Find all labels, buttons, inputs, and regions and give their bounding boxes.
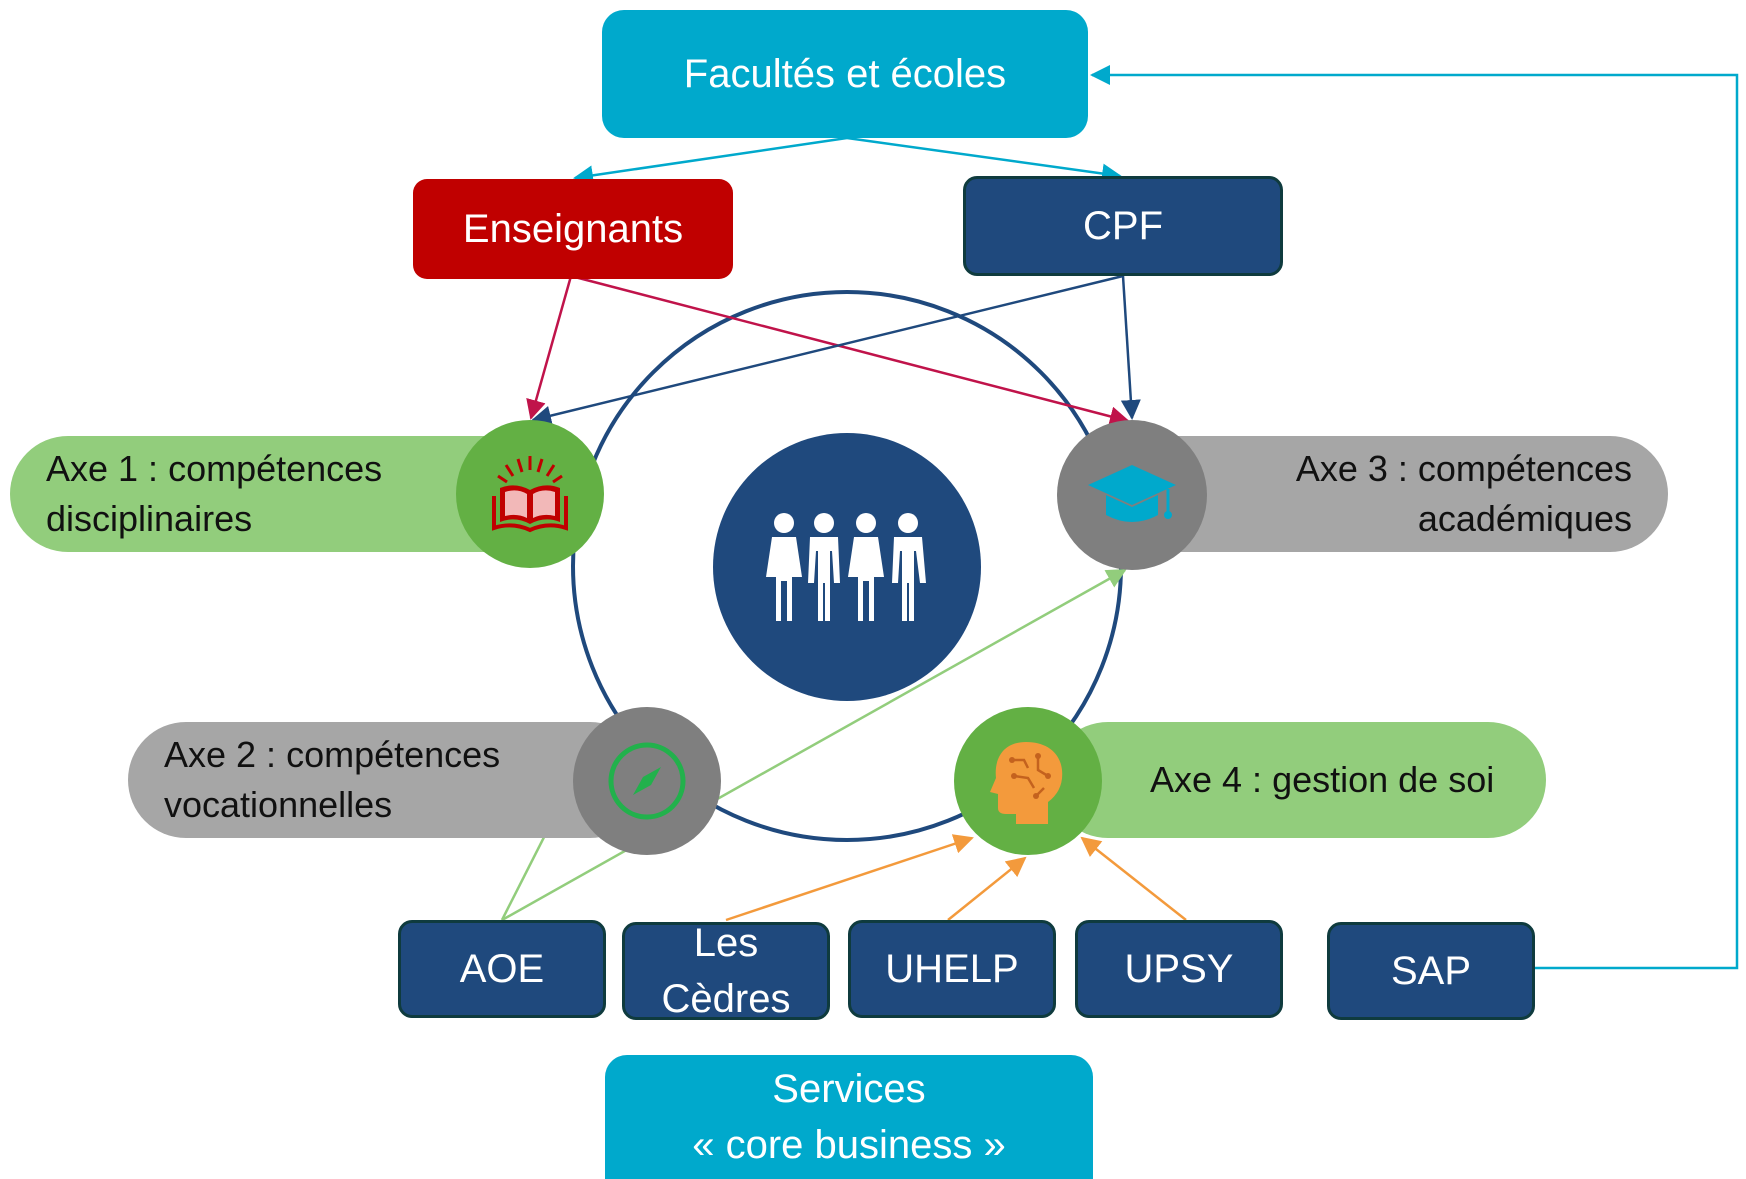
arrow-aoe-axe3 bbox=[501, 568, 1127, 922]
service-label-upsy: UPSY bbox=[1124, 946, 1234, 991]
service-box-upsy: UPSY bbox=[1075, 920, 1283, 1018]
head-brain-icon bbox=[990, 742, 1063, 824]
enseignants-label: Enseignants bbox=[462, 206, 684, 251]
axe4-label: Axe 4 : gestion de soi bbox=[1150, 759, 1495, 800]
center-disc bbox=[713, 433, 981, 701]
arrow-cedres-axe4 bbox=[725, 834, 974, 922]
arrow-upsy-axe4 bbox=[1080, 836, 1187, 921]
service-label-cedres: Cèdres bbox=[661, 977, 791, 1021]
cpf-box: CPF bbox=[963, 176, 1283, 276]
sap-box: SAP bbox=[1327, 922, 1535, 1020]
service-box-les-cedres: Les Cèdres bbox=[622, 921, 830, 1021]
services-line2: « core business » bbox=[692, 1123, 1006, 1167]
axe1-disc bbox=[456, 420, 604, 568]
axe3-pill: Axe 3 : compétences académiques bbox=[1115, 436, 1668, 552]
services-core-business-box: Services « core business » bbox=[605, 1055, 1093, 1179]
arrow-enseignants-axe1 bbox=[526, 275, 573, 420]
people-group-icon bbox=[766, 513, 926, 621]
sap-label: SAP bbox=[1390, 948, 1472, 993]
arrow-facultes-enseignants bbox=[573, 136, 848, 186]
service-label-aoe: AOE bbox=[459, 946, 545, 991]
arrow-sap-facultes bbox=[1090, 65, 1739, 970]
axe2-disc bbox=[573, 707, 721, 855]
axe4-disc bbox=[954, 707, 1102, 855]
axe2-line2: vocationnelles bbox=[164, 784, 393, 825]
axe3-line1: Axe 3 : compétences bbox=[1295, 448, 1632, 489]
cpf-label: CPF bbox=[1083, 203, 1163, 248]
axe1-line1: Axe 1 : compétences bbox=[46, 448, 383, 489]
axe4-pill: Axe 4 : gestion de soi bbox=[1050, 722, 1546, 838]
service-label-uhelp: UHELP bbox=[885, 946, 1019, 991]
service-box-uhelp: UHELP bbox=[848, 920, 1056, 1018]
arrow-enseignants-axe3 bbox=[570, 274, 1130, 427]
arrow-facultes-cpf bbox=[846, 136, 1122, 184]
arrow-uhelp-axe4 bbox=[947, 856, 1027, 921]
arrow-cpf-axe3 bbox=[1120, 275, 1141, 420]
graduation-cap-icon bbox=[1088, 465, 1176, 522]
axe3-disc bbox=[1057, 420, 1207, 570]
facultes-ecoles-box: Facultés et écoles bbox=[602, 10, 1088, 138]
services-line1: Services bbox=[772, 1067, 926, 1111]
enseignants-box: Enseignants bbox=[413, 179, 733, 279]
axe3-line2: académiques bbox=[1417, 498, 1632, 539]
service-box-aoe: AOE bbox=[398, 920, 606, 1018]
service-label-les: Les bbox=[693, 921, 759, 965]
open-book-icon bbox=[492, 456, 568, 533]
facultes-ecoles-label: Facultés et écoles bbox=[683, 51, 1007, 96]
axe2-line1: Axe 2 : compétences bbox=[164, 734, 501, 775]
axe2-pill: Axe 2 : compétences vocationnelles bbox=[128, 722, 648, 838]
arrow-cpf-axe1 bbox=[531, 274, 1124, 426]
compass-icon bbox=[608, 742, 686, 820]
axe1-line2: disciplinaires bbox=[46, 498, 253, 539]
